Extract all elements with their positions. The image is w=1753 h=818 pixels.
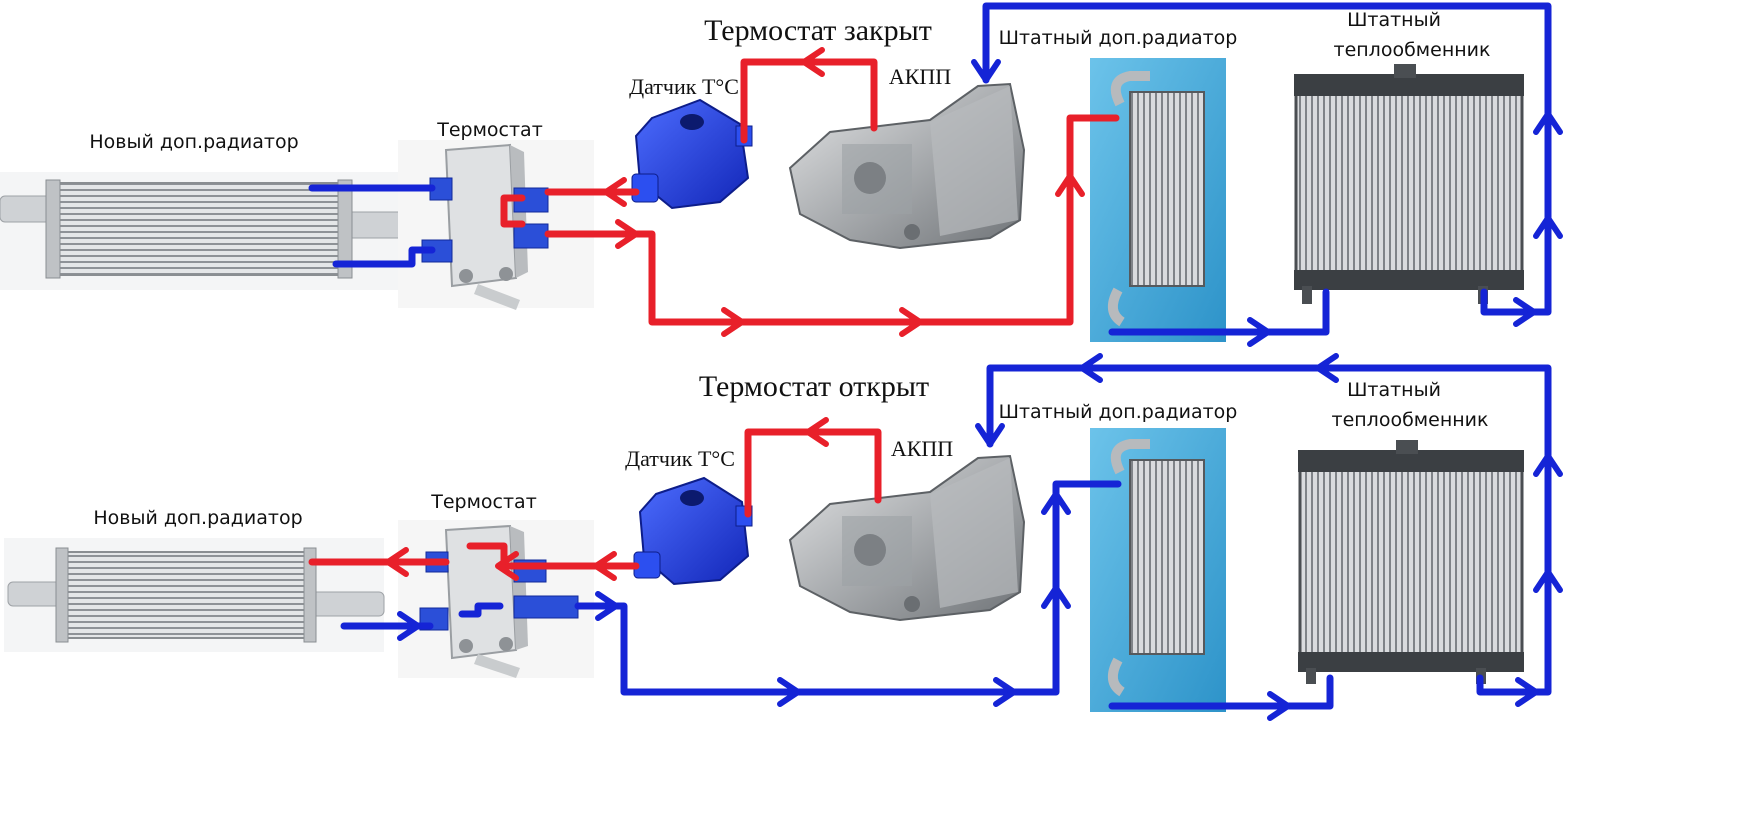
panel-title: Термостат закрыт [704, 14, 932, 47]
transmission-image [788, 454, 1026, 622]
cold-line-oem-radiator-to-exchanger [1108, 674, 1334, 710]
arrow-down [975, 423, 1005, 447]
hot-flow-arrows [385, 417, 829, 581]
sensor-label: Датчик T°C [625, 446, 735, 471]
oem-exchanger-label-line2: теплообменник [1334, 39, 1491, 61]
cold-flow-lines [308, 2, 1552, 336]
cold-line-thermostat-internal [458, 602, 504, 618]
transmission-image [788, 82, 1026, 250]
arrow-left [801, 47, 825, 77]
hot-line-thermostat-internal [466, 542, 526, 570]
thermostat-image [398, 140, 594, 310]
oem-heat-exchanger-image [1294, 64, 1524, 304]
arrow-right [1513, 297, 1537, 327]
transmission-label: АКПП [889, 64, 951, 89]
arrow-left [1079, 353, 1103, 383]
hot-flow-arrows [603, 47, 1085, 337]
oem-exchanger-label-line1: Штатный [1347, 9, 1441, 31]
new-radiator-image [4, 538, 385, 652]
arrow-right [899, 307, 923, 337]
panel-title: Термостат открыт [699, 370, 929, 403]
arrow-up [1533, 453, 1563, 477]
cold-line-exchanger-return [986, 364, 1552, 696]
arrow-up [1055, 173, 1085, 197]
arrow-left [805, 417, 829, 447]
arrow-up [1041, 491, 1071, 515]
arrow-up [1041, 585, 1071, 609]
arrow-left [1315, 353, 1339, 383]
oem-exchanger-label-line1: Штатный [1347, 379, 1441, 401]
arrow-left [385, 547, 409, 577]
arrow-right [1515, 677, 1539, 707]
arrow-left [495, 551, 519, 581]
arrow-down [971, 59, 1001, 83]
arrow-up [1533, 569, 1563, 593]
arrow-right [615, 219, 639, 249]
arrow-right [595, 591, 619, 621]
new-radiator-label: Новый доп.радиатор [89, 131, 298, 153]
cold-flow-arrows [397, 353, 1563, 721]
arrow-right [721, 307, 745, 337]
temperature-sensor-image [633, 476, 753, 586]
new-radiator-image [0, 172, 427, 290]
panel-thermostat-open: Термостат открыт Новый доп.радиатор Терм… [4, 353, 1563, 721]
sensor-label: Датчик T°C [629, 74, 739, 99]
panel-thermostat-closed: Термостат закрыт Новый доп.радиатор Терм… [0, 2, 1563, 347]
thermostat-label: Термостат [436, 119, 543, 141]
arrow-right [993, 677, 1017, 707]
arrow-right [1267, 691, 1291, 721]
arrow-right [777, 677, 801, 707]
arrow-up [1533, 215, 1563, 239]
oem-radiator-image [1090, 58, 1226, 342]
arrow-right [1247, 317, 1271, 347]
cold-line-oem-radiator-to-exchanger [1108, 288, 1330, 336]
transmission-label: АКПП [891, 436, 953, 461]
arrow-left [593, 551, 617, 581]
oem-radiator-label: Штатный доп.радиатор [999, 401, 1238, 423]
thermostat-label: Термостат [430, 491, 537, 513]
cold-flow-arrows [971, 59, 1563, 347]
oem-radiator-label: Штатный доп.радиатор [999, 27, 1238, 49]
temperature-sensor-image [631, 98, 753, 210]
hot-line-thermostat-bypass [500, 194, 526, 228]
oem-exchanger-label-line2: теплообменник [1332, 409, 1489, 431]
arrow-right [397, 611, 421, 641]
arrow-left [603, 177, 627, 207]
arrow-up [1533, 111, 1563, 135]
oem-radiator-image [1090, 428, 1226, 712]
new-radiator-label: Новый доп.радиатор [93, 507, 302, 529]
cold-line-new-radiator-bottom [332, 246, 436, 268]
oem-heat-exchanger-image [1298, 440, 1524, 684]
cold-line-exchanger-return [982, 2, 1552, 316]
